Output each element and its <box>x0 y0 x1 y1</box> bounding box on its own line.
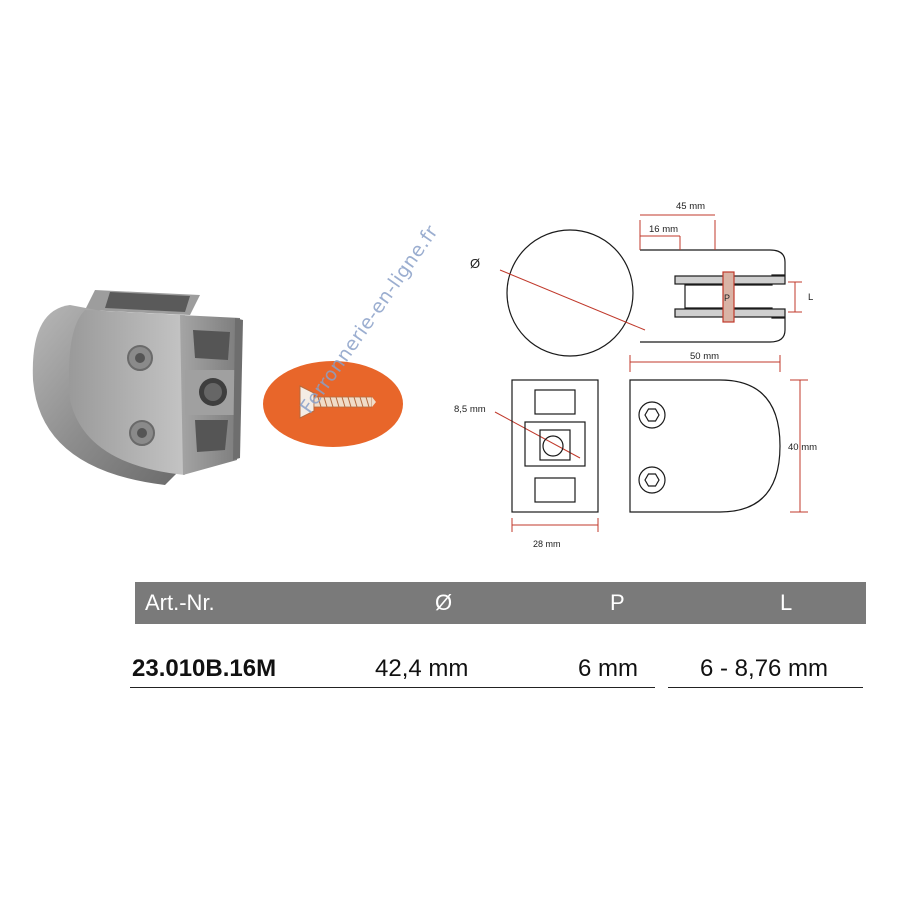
cell-p: 6 mm <box>578 655 638 682</box>
dim-16-label: 16 mm <box>649 224 678 235</box>
header-art-nr: Art.-Nr. <box>145 590 215 615</box>
header-p: P <box>610 590 625 615</box>
cell-l: 6 - 8,76 mm <box>700 655 829 682</box>
dim-diameter-label: Ø <box>470 256 480 271</box>
dim-l-label: L <box>808 292 813 303</box>
product-photo <box>32 290 243 485</box>
dim-p-label: P <box>724 293 730 303</box>
spec-table-row: 23.010B.16M 42,4 mm 6 mm 6 - 8,76 mm <box>130 648 870 690</box>
row-underline <box>130 687 655 688</box>
front-view <box>629 379 781 513</box>
dim-8-5-label: 8,5 mm <box>454 404 486 415</box>
screw-badge <box>263 361 403 447</box>
dim-50-label: 50 mm <box>690 351 719 362</box>
header-l: L <box>780 590 793 615</box>
cell-diameter: 42,4 mm <box>375 655 469 682</box>
dim-45-label: 45 mm <box>676 201 705 212</box>
side-view <box>506 229 786 357</box>
spec-table-header: Art.-Nr. Ø P L <box>135 582 866 624</box>
header-diameter: Ø <box>435 590 453 615</box>
cell-art-nr: 23.010B.16M <box>132 655 277 682</box>
row-underline-right <box>668 687 863 688</box>
technical-drawing: P 45 mm 16 mm L Ø 50 mm 40 mm 8,5 mm 28 … <box>454 201 817 549</box>
dim-40-label: 40 mm <box>788 442 817 453</box>
end-view <box>511 379 599 513</box>
dim-28-label: 28 mm <box>533 539 561 549</box>
countersunk-screw-icon <box>299 385 376 419</box>
